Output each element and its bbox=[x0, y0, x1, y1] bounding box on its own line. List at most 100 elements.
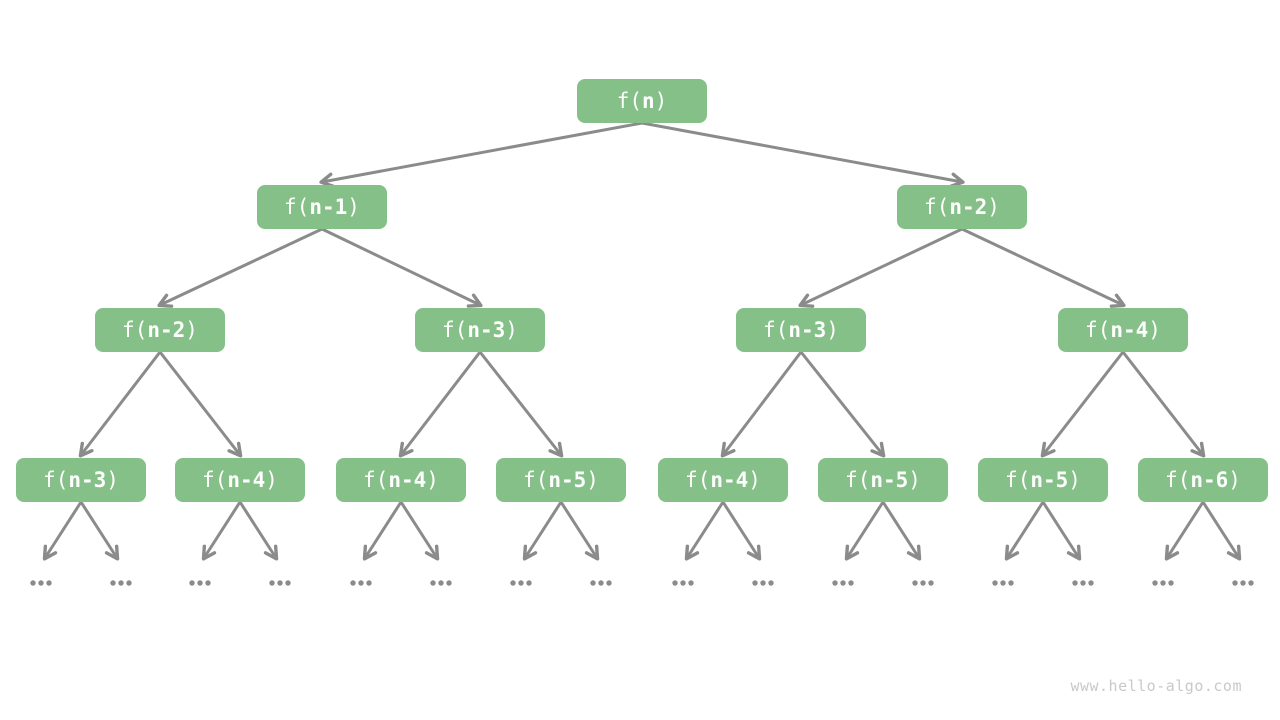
tree-node: f(n-3) bbox=[415, 308, 545, 352]
tree-node: f(n-4) bbox=[658, 458, 788, 502]
edge-arrow bbox=[238, 501, 279, 561]
node-label-suffix: ) bbox=[908, 467, 921, 492]
node-label-argument: n-3 bbox=[788, 317, 827, 342]
node-label-prefix: f( bbox=[763, 317, 789, 342]
edge-arrow bbox=[78, 351, 162, 458]
watermark: www.hello-algo.com bbox=[1070, 677, 1242, 695]
tree-node: f(n-5) bbox=[978, 458, 1108, 502]
node-label-prefix: f( bbox=[202, 467, 228, 492]
ellipsis-dots bbox=[912, 580, 934, 586]
node-label-prefix: f( bbox=[43, 467, 69, 492]
tree-node: f(n-5) bbox=[818, 458, 948, 502]
tree-node: f(n-3) bbox=[16, 458, 146, 502]
edge-arrow bbox=[844, 501, 885, 561]
edge-arrow bbox=[1041, 501, 1082, 561]
node-label-argument: n-5 bbox=[1030, 467, 1069, 492]
node-label-prefix: f( bbox=[363, 467, 389, 492]
edge-arrow bbox=[799, 351, 886, 458]
edge-arrow bbox=[1040, 351, 1125, 458]
ellipsis-dots bbox=[1152, 580, 1174, 586]
edge-arrow bbox=[319, 121, 643, 188]
node-label-argument: n-2 bbox=[949, 194, 988, 219]
edge-arrow bbox=[559, 501, 600, 561]
edge-arrow bbox=[1121, 351, 1206, 458]
node-label-suffix: ) bbox=[987, 194, 1000, 219]
edge-arrow bbox=[721, 501, 762, 561]
node-label-prefix: f( bbox=[845, 467, 871, 492]
node-label-argument: n-4 bbox=[227, 467, 266, 492]
tree-node: f(n-3) bbox=[736, 308, 866, 352]
node-label-argument: n-4 bbox=[1110, 317, 1149, 342]
edge-arrow bbox=[684, 501, 725, 561]
node-label-suffix: ) bbox=[826, 317, 839, 342]
node-label-argument: n-3 bbox=[68, 467, 107, 492]
edge-arrow bbox=[1164, 501, 1205, 561]
ellipsis-dots bbox=[430, 580, 452, 586]
edge-arrow bbox=[157, 227, 323, 308]
node-label-suffix: ) bbox=[1068, 467, 1081, 492]
node-label-suffix: ) bbox=[265, 467, 278, 492]
ellipsis-dots bbox=[752, 580, 774, 586]
node-label-argument: n-4 bbox=[710, 467, 749, 492]
tree-node: f(n-1) bbox=[257, 185, 387, 229]
node-label-suffix: ) bbox=[748, 467, 761, 492]
edge-arrow bbox=[798, 227, 963, 308]
edge-arrow bbox=[1004, 501, 1045, 561]
node-label-prefix: f( bbox=[1165, 467, 1191, 492]
edge-arrow bbox=[881, 501, 922, 561]
node-label-prefix: f( bbox=[284, 194, 310, 219]
node-label-prefix: f( bbox=[442, 317, 468, 342]
node-label-prefix: f( bbox=[1005, 467, 1031, 492]
node-label-suffix: ) bbox=[185, 317, 198, 342]
node-label-suffix: ) bbox=[654, 88, 668, 113]
edge-arrow bbox=[522, 501, 563, 561]
tree-node: f(n-5) bbox=[496, 458, 626, 502]
node-label-prefix: f( bbox=[523, 467, 549, 492]
edge-arrow bbox=[362, 501, 403, 561]
ellipsis-dots bbox=[269, 580, 291, 586]
edge-arrow bbox=[158, 351, 243, 458]
tree-node: f(n-2) bbox=[95, 308, 225, 352]
node-label-argument: n-1 bbox=[309, 194, 348, 219]
node-label-argument: n-5 bbox=[870, 467, 909, 492]
ellipsis-dots bbox=[189, 580, 211, 586]
edge-arrow bbox=[398, 351, 482, 458]
edge-arrow bbox=[321, 227, 483, 308]
edge-arrow bbox=[399, 501, 440, 561]
tree-node: f(n-6) bbox=[1138, 458, 1268, 502]
node-label-suffix: ) bbox=[505, 317, 518, 342]
node-label-argument: n-4 bbox=[388, 467, 427, 492]
edge-arrow bbox=[201, 501, 242, 561]
node-label-suffix: ) bbox=[426, 467, 439, 492]
node-label-prefix: f( bbox=[685, 467, 711, 492]
node-label-suffix: ) bbox=[106, 467, 119, 492]
ellipsis-dots bbox=[350, 580, 372, 586]
edge-arrow bbox=[42, 501, 83, 561]
ellipsis-dots bbox=[1232, 580, 1254, 586]
tree-node: f(n-4) bbox=[336, 458, 466, 502]
edge-arrow bbox=[720, 351, 803, 458]
ellipsis-dots bbox=[672, 580, 694, 586]
node-label-argument: n-5 bbox=[548, 467, 587, 492]
node-label-suffix: ) bbox=[1148, 317, 1161, 342]
node-label-argument: n-6 bbox=[1190, 467, 1229, 492]
ellipsis-dots bbox=[992, 580, 1014, 586]
edge-arrow bbox=[79, 501, 120, 561]
ellipsis-dots bbox=[110, 580, 132, 586]
ellipsis-dots bbox=[30, 580, 52, 586]
node-label-suffix: ) bbox=[1228, 467, 1241, 492]
node-label-prefix: f( bbox=[122, 317, 148, 342]
node-label-argument: n-2 bbox=[147, 317, 186, 342]
edge-arrow bbox=[641, 121, 965, 188]
ellipsis-dots bbox=[832, 580, 854, 586]
node-label-prefix: f( bbox=[616, 88, 642, 113]
ellipsis-dots bbox=[590, 580, 612, 586]
node-label-argument: n-3 bbox=[467, 317, 506, 342]
node-label-prefix: f( bbox=[1085, 317, 1111, 342]
edge-arrow bbox=[478, 351, 564, 458]
tree-node: f(n-2) bbox=[897, 185, 1027, 229]
ellipsis-dots bbox=[510, 580, 532, 586]
node-label-argument: n bbox=[641, 88, 655, 113]
